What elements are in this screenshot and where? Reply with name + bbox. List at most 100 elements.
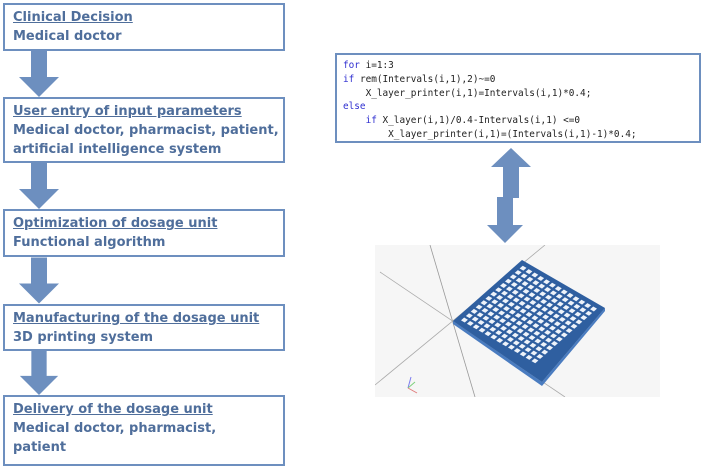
lattice-hole (502, 298, 509, 304)
lattice-hole (531, 358, 539, 364)
lattice-hole (549, 290, 557, 296)
lattice-hole (538, 283, 546, 289)
lattice-hole (584, 303, 592, 309)
lattice-hole (529, 342, 537, 348)
lattice-hole (585, 310, 593, 316)
lattice-hole (545, 337, 553, 343)
lattice-hole (477, 320, 485, 325)
step-title: Clinical Decision (13, 10, 133, 25)
lattice-hole (523, 339, 531, 345)
lattice-hole (503, 306, 510, 312)
down-arrow (487, 197, 523, 243)
lattice-hole (540, 341, 548, 347)
lattice-hole (519, 351, 527, 357)
lattice-hole (555, 293, 563, 299)
lattice-hole (495, 287, 503, 293)
step-title: User entry of input parameters (13, 104, 242, 119)
lattice-hole (495, 330, 503, 336)
lattice-hole (565, 328, 573, 334)
step-subtitle: 3D printing system (13, 330, 154, 345)
lattice-hole (548, 317, 555, 323)
lattice-hole (570, 323, 578, 329)
lattice-hole (546, 302, 553, 308)
lattice-hole (517, 293, 525, 299)
lattice-hole (547, 310, 554, 316)
lattice-hole (566, 292, 574, 298)
lattice-hole (539, 291, 547, 297)
lattice-hole (551, 341, 558, 346)
lattice-hole (526, 276, 534, 282)
lattice-hole (496, 295, 504, 300)
lattice-hole (505, 321, 512, 327)
lattice-hole (525, 269, 533, 275)
lattice-hole (562, 304, 570, 310)
lattice-hole (534, 338, 542, 344)
code-line: for i=1:3 (343, 60, 394, 71)
code-line: X_layer_printer(i,1)=Intervals(i,1)*0.4; (343, 87, 592, 99)
lattice-hole (554, 329, 562, 334)
lattice-hole (520, 316, 528, 322)
down-arrow-icon (19, 51, 59, 97)
step-clinical-decision: Clinical Decision Medical doctor (3, 3, 285, 51)
lattice-hole (546, 345, 554, 351)
lattice-hole (501, 333, 509, 339)
lattice-hole (498, 310, 506, 316)
lattice-hole (564, 320, 572, 326)
lattice-hole (550, 298, 558, 304)
3d-model-viewport[interactable] (375, 245, 660, 397)
lattice-hole (559, 324, 567, 330)
lattice-hole (533, 287, 541, 293)
lattice-hole (507, 337, 514, 342)
code-line: if X_layer(i,1)/0.4-Intervals(i,1) <=0 (343, 115, 581, 127)
down-arrow-icon (19, 163, 59, 209)
lattice-hole (579, 307, 587, 313)
lattice-hole (540, 299, 548, 305)
lattice-hole (549, 325, 556, 331)
lattice-hole (575, 319, 583, 325)
code-line: X_layer_printer(i,1)=(Intervals(i,1)-1)*… (343, 128, 637, 140)
lattice-hole (538, 326, 546, 332)
lattice-hole (511, 332, 519, 338)
lattice-hole (590, 306, 597, 312)
step-user-entry: User entry of input parameters Medical d… (3, 97, 285, 163)
step-title: Delivery of the dosage unit (13, 402, 213, 417)
down-arrow-icon (19, 257, 59, 304)
lattice-hole (544, 329, 552, 335)
lattice-hole (514, 270, 522, 276)
lattice-hole (554, 286, 562, 292)
lattice-hole (544, 287, 551, 292)
lattice-hole (533, 330, 541, 336)
code-line: else (343, 101, 366, 113)
lattice-hole (535, 303, 543, 309)
lattice-hole (508, 344, 515, 350)
lattice-hole (563, 312, 571, 318)
lattice-hole (506, 329, 513, 335)
lattice-hole (475, 304, 483, 310)
lattice-hole (518, 343, 526, 349)
lattice-hole (522, 331, 530, 337)
lattice-hole (553, 321, 561, 327)
lattice-hole (484, 331, 492, 337)
lattice-hole (555, 336, 563, 342)
step-subtitle: Functional algorithm (13, 235, 166, 250)
lattice-hole (509, 317, 517, 323)
lattice-hole (526, 319, 534, 325)
plate-edge (453, 308, 605, 386)
lattice-hole (466, 320, 474, 326)
lattice-hole (561, 297, 569, 303)
lattice-hole (508, 309, 516, 315)
lattice-hole (492, 307, 500, 313)
lattice-hole (545, 294, 552, 300)
lattice-hole (536, 353, 544, 359)
lattice-hole (500, 283, 507, 288)
lattice-hole (519, 308, 527, 314)
lattice-hole (550, 333, 557, 339)
lattice-hole (494, 322, 502, 328)
lattice-hole (496, 337, 504, 343)
lattice-hole (510, 282, 518, 288)
lattice-hole (512, 340, 520, 346)
lattice-plate (453, 260, 605, 386)
lattice-hole (476, 312, 484, 318)
step-manufacturing: Manufacturing of the dosage unit 3D prin… (3, 304, 285, 351)
lattice-hole (500, 325, 508, 331)
